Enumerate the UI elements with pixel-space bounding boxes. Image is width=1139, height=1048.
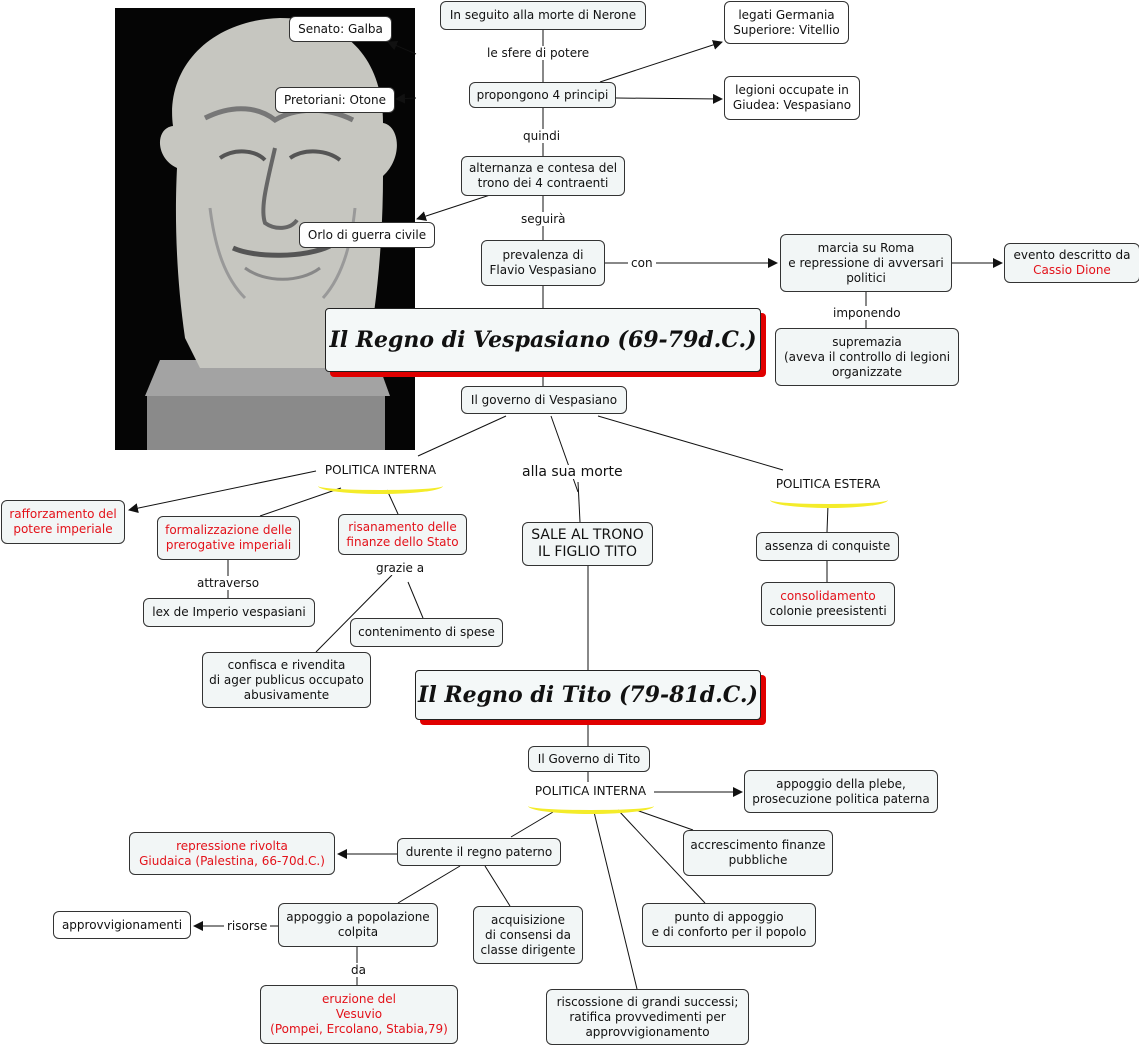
node-supremazia[interactable]: supremazia (aveva il controllo di legion…: [775, 328, 959, 386]
politica-estera: POLITICA ESTERA: [775, 477, 881, 491]
node-prevalenza[interactable]: prevalenza di Flavio Vespasiano: [481, 240, 605, 286]
node-alternanza[interactable]: alternanza e contesa del trono dei 4 con…: [461, 156, 625, 196]
node-assenza[interactable]: assenza di conquiste: [756, 532, 899, 561]
node-germania[interactable]: legati Germania Superiore: Vitellio: [724, 1, 849, 44]
node-giudea[interactable]: legioni occupate in Giudea: Vespasiano: [724, 76, 860, 120]
node-evento[interactable]: evento descritto da Cassio Dione: [1004, 243, 1139, 283]
politica-interna-vespasiano: POLITICA INTERNA: [324, 463, 437, 477]
node-orlo[interactable]: Orlo di guerra civile: [299, 222, 435, 248]
node-accrescimento[interactable]: accrescimento finanze pubbliche: [683, 830, 833, 876]
consolidamento-title: consolidamento: [780, 589, 876, 603]
node-governo-vespasiano[interactable]: Il governo di Vespasiano: [461, 386, 627, 414]
node-governo-tito[interactable]: Il Governo di Tito: [528, 746, 650, 772]
link-label-alla-sua-morte: alla sua morte: [519, 465, 626, 479]
node-lex[interactable]: lex de Imperio vespasiani: [143, 598, 315, 627]
link-label-imponendo: imponendo: [830, 306, 904, 320]
link-label-con: con: [628, 256, 656, 270]
link-label-grazie: grazie a: [373, 561, 428, 575]
node-consolidamento[interactable]: consolidamento colonie preesistenti: [761, 582, 895, 626]
node-approvvigionamenti[interactable]: approvvigionamenti: [53, 911, 191, 939]
politica-interna-tito: POLITICA INTERNA: [534, 784, 647, 798]
link-label-quindi: quindi: [520, 129, 564, 143]
node-punto-appoggio[interactable]: punto di appoggio e di conforto per il p…: [642, 903, 816, 947]
node-eruzione[interactable]: eruzione del Vesuvio (Pompei, Ercolano, …: [260, 985, 458, 1044]
title-regno-tito[interactable]: Il Regno di Tito (79-81d.C.): [415, 670, 761, 720]
node-confisca[interactable]: confisca e rivendita di ager publicus oc…: [202, 652, 371, 708]
link-label-seguira: seguirà: [518, 212, 569, 226]
node-formalizzazione[interactable]: formalizzazione delle prerogative imperi…: [157, 516, 300, 560]
node-morte-nerone[interactable]: In seguito alla morte di Nerone: [440, 1, 646, 30]
evento-text: evento descritto da: [1013, 248, 1131, 262]
node-appoggio-plebe[interactable]: appoggio della plebe, prosecuzione polit…: [744, 770, 938, 813]
link-label-sfere: le sfere di potere: [484, 46, 593, 60]
highlight-politica-interna-1: [318, 478, 443, 494]
consolidamento-text: colonie preesistenti: [769, 604, 887, 618]
node-contenimento[interactable]: contenimento di spese: [350, 618, 503, 647]
highlight-politica-interna-2: [528, 798, 654, 814]
node-appoggio-popolazione[interactable]: appoggio a popolazione colpita: [278, 903, 438, 947]
node-riscossione[interactable]: riscossione di grandi successi; ratifica…: [546, 989, 749, 1045]
node-repressione[interactable]: repressione rivolta Giudaica (Palestina,…: [129, 832, 335, 875]
node-marcia[interactable]: marcia su Roma e repressione di avversar…: [780, 234, 952, 292]
node-risanamento[interactable]: risanamento delle finanze dello Stato: [338, 514, 467, 555]
node-rafforzamento[interactable]: rafforzamento del potere imperiale: [1, 500, 125, 544]
evento-author: Cassio Dione: [1033, 263, 1111, 277]
title-regno-vespasiano[interactable]: Il Regno di Vespasiano (69-79d.C.): [325, 308, 761, 372]
node-pretoriani[interactable]: Pretoriani: Otone: [275, 87, 395, 113]
link-label-attraverso: attraverso: [194, 576, 263, 590]
node-acquisizione[interactable]: acquisizione di consensi da classe dirig…: [473, 906, 583, 964]
node-senato[interactable]: Senato: Galba: [289, 16, 392, 42]
link-label-risorse: risorse: [224, 919, 271, 933]
node-sale-al-trono[interactable]: SALE AL TRONO IL FIGLIO TITO: [522, 522, 653, 566]
node-durante[interactable]: durente il regno paterno: [397, 838, 561, 866]
link-label-da: da: [348, 963, 369, 977]
highlight-politica-estera: [770, 492, 888, 508]
node-propongono[interactable]: propongono 4 principi: [469, 82, 616, 108]
